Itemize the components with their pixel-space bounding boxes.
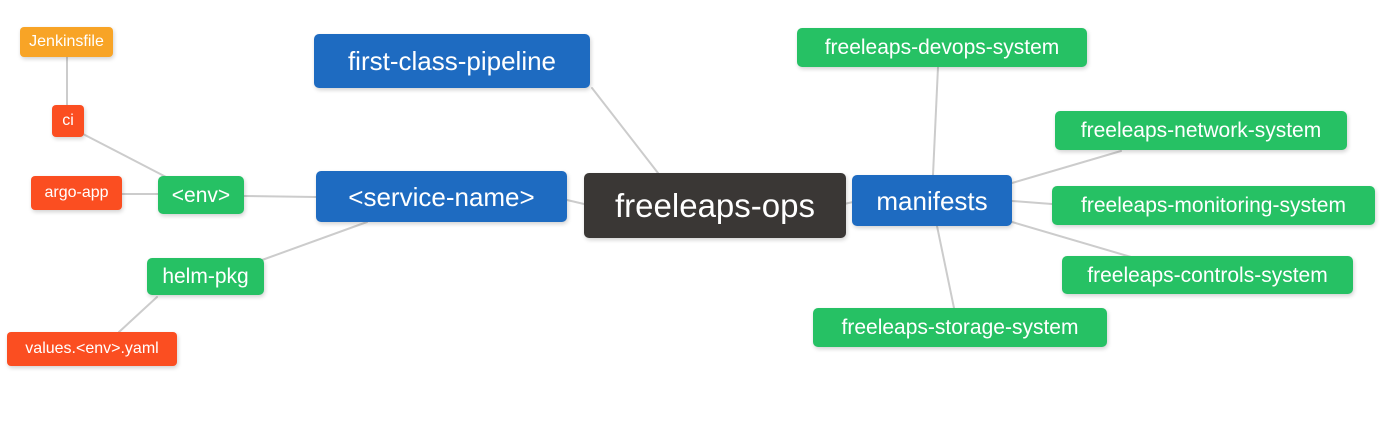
node-label: ci xyxy=(62,112,74,129)
node-label: freeleaps-ops xyxy=(615,187,815,224)
node-label: freeleaps-storage-system xyxy=(841,316,1079,339)
node-label: first-class-pipeline xyxy=(347,46,557,76)
node-ci[interactable]: ci xyxy=(52,105,84,137)
edge-values-env-yaml-to-helm-pkg xyxy=(118,296,158,333)
node-freeleaps-storage-system[interactable]: freeleaps-storage-system xyxy=(813,308,1107,347)
edge-manifests-to-freeleaps-monitoring-system xyxy=(1011,200,1053,205)
node-label: freeleaps-devops-system xyxy=(824,36,1060,59)
node-label: helm-pkg xyxy=(162,265,249,288)
node-env[interactable]: <env> xyxy=(158,176,244,214)
node-values-env-yaml[interactable]: values.<env>.yaml xyxy=(7,332,177,366)
edge-env-to-service-name xyxy=(243,195,317,198)
node-freeleaps-controls-system[interactable]: freeleaps-controls-system xyxy=(1062,256,1353,294)
edge-first-class-pipeline-to-freeleaps-ops xyxy=(591,87,659,174)
node-label: argo-app xyxy=(44,184,109,201)
node-service-name[interactable]: <service-name> xyxy=(316,171,567,222)
edge-manifests-to-freeleaps-devops-system xyxy=(932,66,939,176)
node-label: freeleaps-controls-system xyxy=(1087,263,1328,287)
node-jenkinsfile[interactable]: Jenkinsfile xyxy=(20,27,113,57)
node-manifests[interactable]: manifests xyxy=(852,175,1012,226)
node-label: manifests xyxy=(876,185,988,216)
edge-ci-to-env xyxy=(82,133,169,179)
node-first-class-pipeline[interactable]: first-class-pipeline xyxy=(314,34,590,88)
node-freeleaps-devops-system[interactable]: freeleaps-devops-system xyxy=(797,28,1087,67)
edge-helm-pkg-to-service-name xyxy=(261,221,368,261)
node-label: <service-name> xyxy=(348,181,535,212)
node-helm-pkg[interactable]: helm-pkg xyxy=(147,258,264,295)
edge-manifests-to-freeleaps-controls-system xyxy=(1011,221,1132,258)
node-label: freeleaps-monitoring-system xyxy=(1081,194,1346,217)
node-label: <env> xyxy=(171,183,231,207)
node-argo-app[interactable]: argo-app xyxy=(31,176,122,210)
node-freeleaps-network-system[interactable]: freeleaps-network-system xyxy=(1055,111,1347,150)
node-label: freeleaps-network-system xyxy=(1080,119,1322,142)
node-freeleaps-monitoring-system[interactable]: freeleaps-monitoring-system xyxy=(1052,186,1375,225)
node-label: values.<env>.yaml xyxy=(25,340,159,357)
node-freeleaps-ops[interactable]: freeleaps-ops xyxy=(584,173,846,238)
node-label: Jenkinsfile xyxy=(29,33,104,50)
edge-manifests-to-freeleaps-storage-system xyxy=(936,225,955,309)
edge-service-name-to-freeleaps-ops xyxy=(566,199,585,205)
edge-manifests-to-freeleaps-network-system xyxy=(1011,150,1122,184)
